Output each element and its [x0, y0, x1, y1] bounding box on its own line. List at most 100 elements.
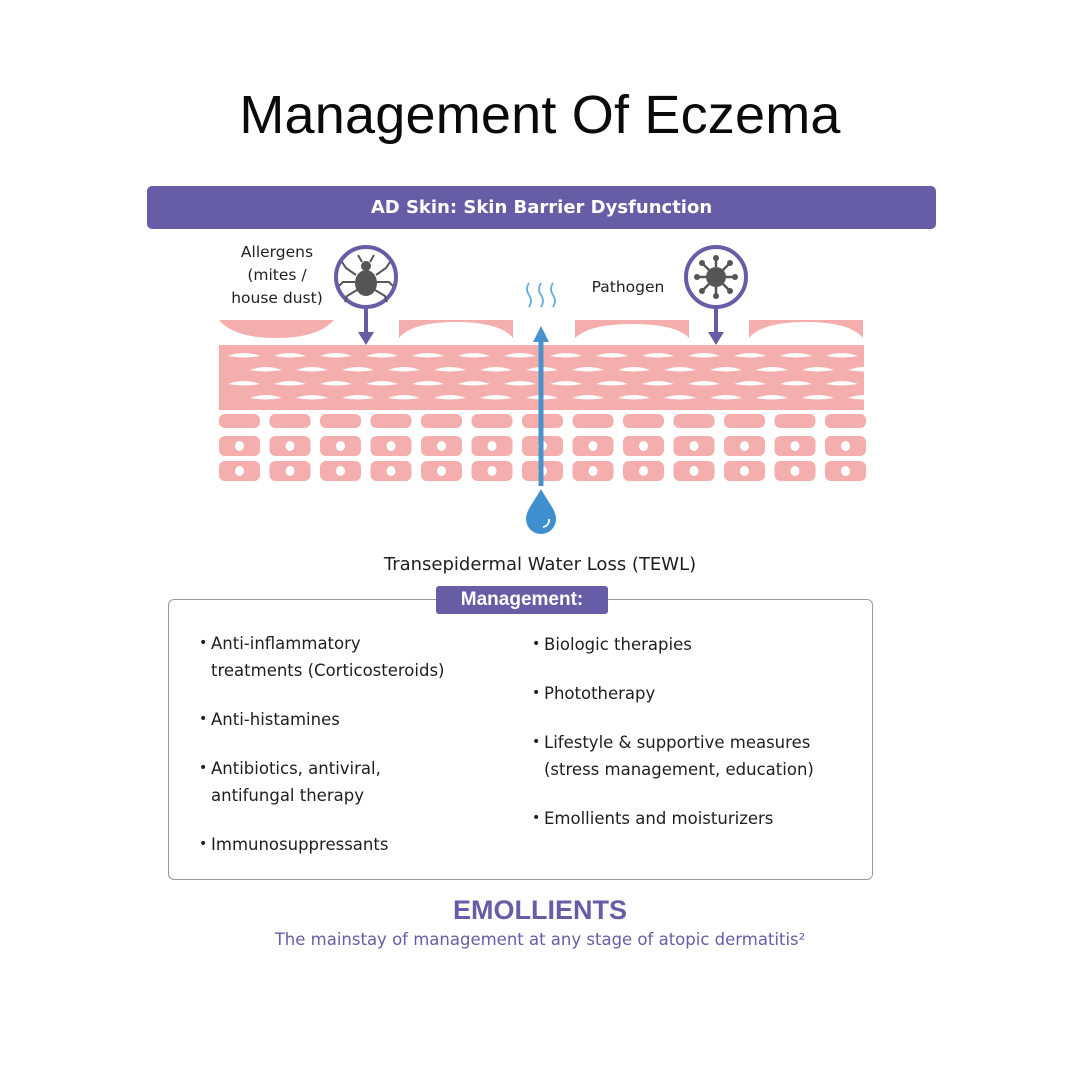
corneocyte-line	[618, 367, 650, 372]
skin-cell	[370, 414, 412, 428]
corneocyte-line	[710, 367, 742, 372]
virus-icon	[684, 245, 748, 345]
corneocyte-line	[642, 353, 674, 358]
corneocyte-line	[802, 367, 834, 372]
corneocyte-line	[434, 367, 466, 372]
cell-nucleus	[740, 441, 749, 451]
mite-icon	[334, 245, 398, 345]
cell-nucleus	[689, 441, 699, 451]
corneocyte-line	[664, 367, 696, 372]
cell-nucleus	[336, 441, 345, 451]
cell-nucleus	[386, 441, 396, 451]
item-text: Lifestyle & supportive measures	[544, 733, 811, 752]
corneocyte-line	[458, 353, 490, 358]
corneocyte-line	[480, 395, 512, 400]
skin-flake	[749, 320, 863, 338]
corneocyte-lines	[228, 353, 880, 400]
management-heading: Management:	[436, 586, 608, 614]
allergens-label-line1: Allergens	[240, 243, 314, 261]
corneocyte-line	[756, 367, 788, 372]
corneocyte-line	[250, 367, 282, 372]
skin-cell	[471, 414, 513, 428]
bullet-icon: •	[199, 635, 208, 651]
top-skin-flakes	[219, 320, 863, 338]
corneocyte-line	[802, 395, 834, 400]
management-item: • Antibiotics, antiviral, antifungal the…	[199, 755, 519, 809]
emollients-subtext: The mainstay of management at any stage …	[274, 930, 806, 949]
corneocyte-line	[434, 395, 466, 400]
water-loss-arrow	[533, 326, 549, 486]
evaporation-waves-icon	[526, 282, 556, 308]
corneocyte-line	[274, 381, 306, 386]
corneocyte-line	[734, 381, 766, 386]
cell-nucleus	[386, 466, 396, 476]
corneocyte-line	[504, 381, 536, 386]
item-text: antifungal therapy	[211, 786, 364, 805]
corneocyte-line	[734, 353, 766, 358]
cell-nucleus	[841, 441, 850, 451]
emollients-heading: EMOLLIENTS	[453, 895, 627, 925]
barrier-banner: AD Skin: Skin Barrier Dysfunction	[147, 186, 936, 229]
cell-nucleus	[588, 441, 598, 451]
corneocyte-line	[366, 381, 398, 386]
corneocyte-line	[504, 353, 536, 358]
management-item: • Anti-inflammatory treatments (Corticos…	[199, 630, 519, 684]
skin-flake	[575, 320, 689, 338]
management-list-left: • Anti-inflammatory treatments (Corticos…	[199, 630, 519, 880]
corneocyte-line	[780, 381, 812, 386]
corneocyte-line	[848, 395, 880, 400]
water-drop-icon	[526, 489, 556, 534]
item-text: Anti-histamines	[211, 710, 340, 729]
bullet-icon: •	[199, 760, 208, 776]
corneocyte-line	[688, 353, 720, 358]
management-item: • Anti-histamines	[199, 706, 519, 733]
pathogen-label: Pathogen	[591, 278, 665, 296]
corneocyte-line	[480, 367, 512, 372]
corneocyte-line	[412, 381, 444, 386]
cell-nucleus	[437, 441, 446, 451]
skin-cell	[421, 414, 462, 428]
skin-barrier-illustration	[219, 245, 880, 534]
tewl-label: Transepidermal Water Loss (TEWL)	[383, 554, 697, 575]
epidermal-cells	[219, 414, 866, 481]
skin-cell	[825, 414, 866, 428]
bullet-icon: •	[532, 685, 541, 701]
corneocyte-line	[250, 395, 282, 400]
skin-cell	[623, 414, 664, 428]
corneocyte-line	[572, 395, 604, 400]
cell-nucleus	[740, 466, 749, 476]
management-box	[168, 599, 873, 880]
corneocyte-line	[320, 381, 352, 386]
corneocyte-line	[366, 353, 398, 358]
skin-cell	[219, 414, 260, 428]
skin-cell	[572, 414, 614, 428]
corneocyte-line	[848, 367, 880, 372]
corneocyte-line	[228, 353, 260, 358]
cell-nucleus	[689, 466, 699, 476]
corneocyte-line	[458, 381, 490, 386]
item-text: Immunosuppressants	[211, 835, 389, 854]
corneocyte-line	[412, 353, 444, 358]
corneocyte-line	[780, 353, 812, 358]
item-text: Emollients and moisturizers	[544, 809, 774, 828]
bullet-icon: •	[199, 836, 208, 852]
corneocyte-line	[664, 395, 696, 400]
management-item: • Emollients and moisturizers	[532, 805, 862, 832]
skin-flake	[219, 320, 334, 338]
corneocyte-line	[342, 367, 374, 372]
item-text: (stress management, education)	[544, 760, 814, 779]
corneocyte-line	[688, 381, 720, 386]
skin-cell	[320, 414, 361, 428]
corneocyte-line	[342, 395, 374, 400]
bullet-icon: •	[532, 636, 541, 652]
bullet-icon: •	[199, 711, 208, 727]
skin-cell	[673, 414, 715, 428]
corneocyte-line	[596, 353, 628, 358]
corneocyte-line	[826, 353, 858, 358]
item-text: Biologic therapies	[544, 635, 692, 654]
management-item: • Immunosuppressants	[199, 831, 519, 858]
corneocyte-line	[388, 395, 420, 400]
corneocyte-line	[388, 367, 420, 372]
cell-nucleus	[639, 441, 648, 451]
management-item: • Lifestyle & supportive measures (stres…	[532, 729, 862, 783]
